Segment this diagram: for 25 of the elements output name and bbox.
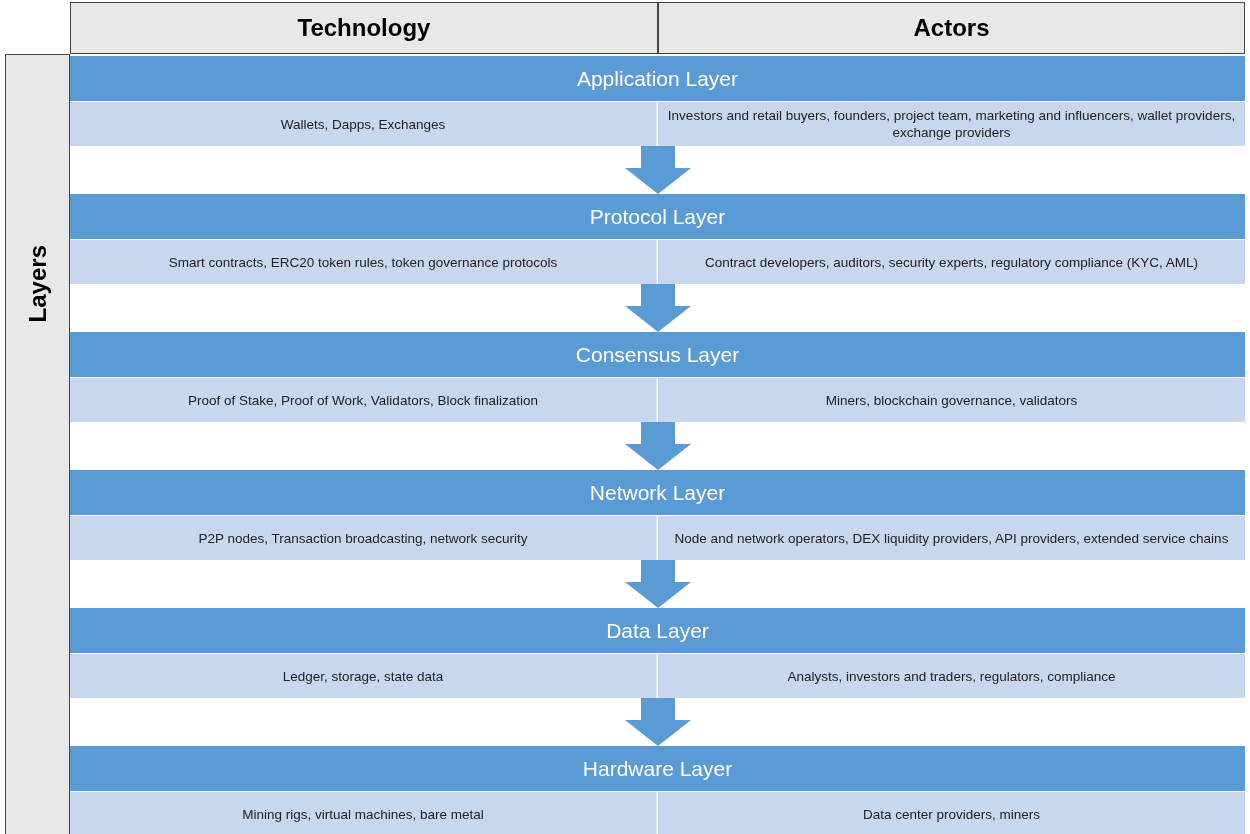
column-header: Technology [70,2,658,54]
table-cell: Contract developers, auditors, security experts, regulatory compliance (KYC, AML) [658,240,1245,284]
table-cell: Miners, blockchain governance, validators [658,378,1245,422]
block-arrow [625,284,691,332]
block-arrow [625,146,691,194]
table-cell: Wallets, Dapps, Exchanges [70,102,657,146]
table-cell: Proof of Stake, Proof of Work, Validators, Block finalization [70,378,657,422]
table-cell: Mining rigs, virtual machines, bare metal [70,792,657,834]
table-cell: Node and network operators, DEX liquidity providers, API providers, extended service chains [658,516,1245,560]
column-header: Actors [658,2,1245,54]
block-arrow [625,560,691,608]
table-cell: Investors and retail buyers, founders, project team, marketing and influencers, wallet providers, exchange providers [658,102,1245,146]
table-cell: Analysts, investors and traders, regulators, compliance [658,654,1245,698]
layer-title-bar: Hardware Layer [70,746,1245,792]
layer-title-bar: Network Layer [70,470,1245,516]
table-cell: Ledger, storage, state data [70,654,657,698]
layer-title-bar: Application Layer [70,56,1245,102]
table-cell: P2P nodes, Transaction broadcasting, network security [70,516,657,560]
layer-title-bar: Consensus Layer [70,332,1245,378]
row-header-text: Layers [23,245,52,323]
layer-title-bar: Data Layer [70,608,1245,654]
block-arrow [625,422,691,470]
layer-title-bar: Protocol Layer [70,194,1245,240]
table-cell: Smart contracts, ERC20 token rules, token governance protocols [70,240,657,284]
table-cell: Data center providers, miners [658,792,1245,834]
